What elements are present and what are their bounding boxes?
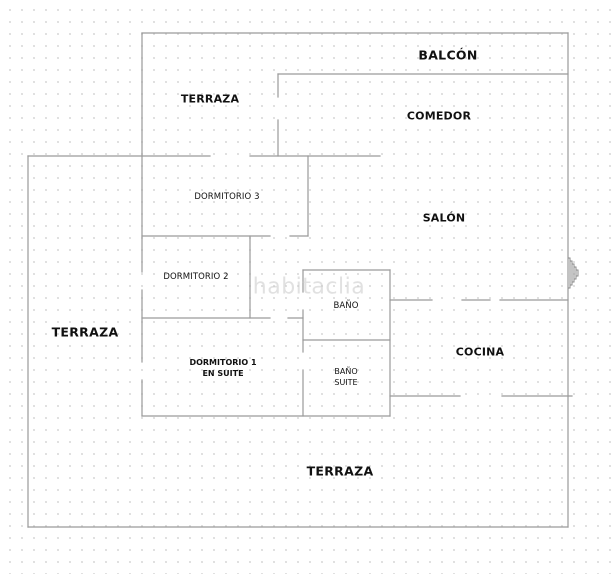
room-label-bano-suite: BAÑO SUITE [334, 366, 357, 388]
room-label-dormitorio-2: DORMITORIO 2 [163, 272, 229, 282]
room-label-line: BAÑO [334, 367, 358, 376]
room-label-bano: BAÑO [333, 301, 359, 311]
room-label-terraza-top: TERRAZA [180, 92, 240, 106]
room-label-line: EN SUITE [202, 369, 244, 378]
room-label-terraza-left: TERRAZA [51, 324, 119, 340]
room-label-salon: SALÓN [422, 211, 466, 225]
room-label-cocina: COCINA [455, 345, 505, 359]
room-label-line: SUITE [334, 378, 358, 387]
stairs-symbol [568, 257, 579, 289]
watermark: habitaclia [252, 274, 366, 300]
room-label-balcon: BALCÓN [418, 47, 478, 63]
room-label-comedor: COMEDOR [406, 109, 472, 123]
room-label-dormitorio-3: DORMITORIO 3 [194, 192, 260, 202]
room-label-dormitorio-1-en-suite: DORMITORIO 1 EN SUITE [189, 357, 256, 379]
room-label-line: DORMITORIO 1 [189, 358, 257, 367]
room-label-terraza-bottom: TERRAZA [306, 463, 374, 479]
